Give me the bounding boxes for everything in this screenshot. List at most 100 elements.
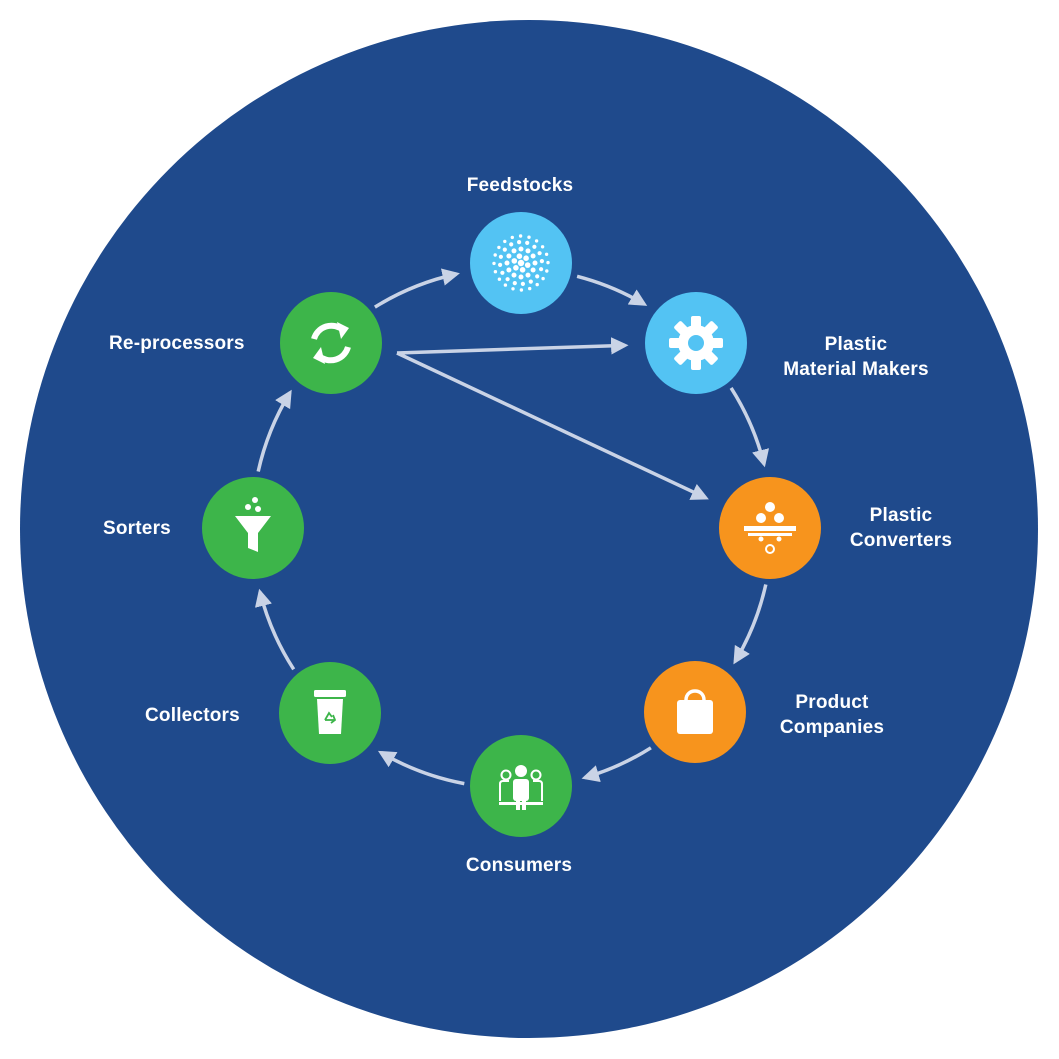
label-collectors-line-1: Collectors bbox=[145, 705, 240, 726]
label-feedstocks: Feedstocks bbox=[467, 173, 574, 198]
gear-icon bbox=[669, 316, 723, 370]
sphere-dot bbox=[532, 260, 538, 266]
sphere-dot bbox=[537, 251, 542, 256]
node-plastic-converters bbox=[719, 477, 821, 579]
sphere-dot bbox=[535, 282, 539, 287]
label-plastic-material-makers-line-1: Plastic bbox=[824, 334, 888, 355]
funnel-icon bbox=[235, 497, 271, 552]
sphere-dot bbox=[512, 281, 517, 286]
sphere-dot bbox=[535, 274, 540, 279]
node-consumers bbox=[470, 735, 572, 837]
sphere-dot bbox=[511, 248, 517, 254]
sphere-dot bbox=[518, 234, 523, 238]
sphere-dot bbox=[544, 252, 549, 256]
sphere-dot bbox=[497, 245, 501, 250]
sphere-dot bbox=[545, 269, 549, 273]
edge-sorters-to-re-processors bbox=[256, 389, 292, 472]
edge-feedstocks-to-plastic-material-makers bbox=[576, 274, 648, 306]
node-collectors bbox=[279, 662, 381, 764]
sphere-dot bbox=[503, 283, 508, 287]
node-product-companies bbox=[644, 661, 746, 763]
sphere-dot bbox=[497, 277, 502, 281]
shopping-bag-icon bbox=[677, 689, 713, 734]
edge-re-processors-to-plastic-material-makers bbox=[396, 337, 629, 355]
edge-product-companies-to-consumers bbox=[581, 746, 652, 783]
label-plastic-converters: Plastic Converters bbox=[850, 503, 952, 553]
sphere-dot bbox=[528, 279, 533, 284]
sphere-dot bbox=[532, 244, 537, 249]
sphere-dot bbox=[519, 267, 526, 273]
label-sorters-line-1: Sorters bbox=[103, 518, 171, 539]
label-sorters: Sorters bbox=[103, 516, 171, 541]
sphere-dot bbox=[511, 272, 517, 278]
label-product-companies: Product Companies bbox=[780, 690, 884, 740]
sphere-dot bbox=[530, 267, 536, 273]
edge-plastic-converters-to-product-companies bbox=[733, 584, 768, 665]
sphere-dot bbox=[500, 270, 505, 275]
edge-re-processors-to-feedstocks bbox=[373, 268, 460, 309]
sphere-dot bbox=[516, 253, 523, 259]
sphere-dot bbox=[540, 245, 545, 249]
refresh-arrows-icon bbox=[311, 322, 351, 364]
label-plastic-converters-line-2: Converters bbox=[849, 530, 953, 551]
label-re-processors: Re-processors bbox=[109, 331, 245, 356]
label-plastic-converters-line-1: Plastic bbox=[869, 505, 933, 526]
edge-re-processors-to-plastic-converters bbox=[396, 351, 709, 500]
edge-collectors-to-sorters bbox=[254, 588, 296, 671]
background-circle bbox=[20, 20, 1038, 1038]
sphere-dot bbox=[525, 272, 531, 278]
sphere-dot bbox=[498, 254, 503, 259]
edge-plastic-material-makers-to-plastic-converters bbox=[729, 386, 770, 468]
label-feedstocks-line-1: Feedstocks bbox=[466, 175, 574, 196]
sphere-dot bbox=[513, 265, 519, 271]
sphere-dot bbox=[519, 288, 524, 292]
sphere-dot bbox=[493, 270, 498, 274]
sphere-dot bbox=[498, 262, 503, 267]
sphere-dot bbox=[525, 248, 531, 254]
sphere-dot bbox=[493, 253, 497, 257]
label-plastic-material-makers-line-2: Material Makers bbox=[783, 359, 929, 380]
sphere-dot bbox=[541, 276, 545, 281]
sphere-dot bbox=[518, 274, 524, 280]
label-plastic-material-makers: Plastic Material Makers bbox=[783, 332, 929, 382]
sphere-dot bbox=[511, 287, 515, 291]
label-consumers: Consumers bbox=[466, 853, 572, 878]
sphere-dot bbox=[506, 267, 512, 273]
sphere-dot bbox=[539, 259, 545, 264]
node-sorters bbox=[202, 477, 304, 579]
label-product-companies-line-2: Companies bbox=[779, 717, 885, 738]
node-feedstocks bbox=[470, 212, 572, 314]
sphere-dot bbox=[517, 259, 525, 267]
label-collectors: Collectors bbox=[145, 703, 240, 728]
sphere-dot bbox=[509, 242, 514, 247]
sphere-dot bbox=[534, 239, 539, 243]
sphere-dot bbox=[502, 247, 507, 252]
sphere-dot bbox=[517, 240, 522, 245]
sphere-dot bbox=[505, 277, 510, 282]
label-product-companies-line-1: Product bbox=[795, 692, 869, 713]
sphere-dot bbox=[539, 267, 544, 272]
sphere-dot bbox=[524, 262, 531, 268]
label-consumers-line-1: Consumers bbox=[465, 855, 573, 876]
sphere-dot bbox=[546, 260, 550, 265]
sphere-dot bbox=[510, 235, 514, 240]
sphere-dot bbox=[528, 286, 532, 291]
sphere-dot bbox=[523, 255, 529, 261]
sphere-dot bbox=[530, 253, 536, 259]
pellets-conveyor-icon bbox=[744, 502, 796, 554]
sphere-dot bbox=[525, 240, 530, 245]
re-processors-node-circle bbox=[280, 292, 382, 394]
sphere-dot bbox=[518, 246, 524, 252]
sphere-dot bbox=[503, 239, 507, 244]
sphere-dot bbox=[520, 281, 526, 286]
sphere-dot bbox=[492, 261, 496, 266]
sphere-dot bbox=[506, 253, 512, 259]
node-plastic-material-makers bbox=[645, 292, 747, 394]
edges-layer bbox=[254, 268, 770, 786]
node-re-processors bbox=[280, 292, 382, 394]
recycle-bin-icon bbox=[314, 690, 346, 734]
sphere-dot bbox=[511, 258, 518, 264]
label-re-processors-line-1: Re-processors bbox=[109, 333, 245, 354]
